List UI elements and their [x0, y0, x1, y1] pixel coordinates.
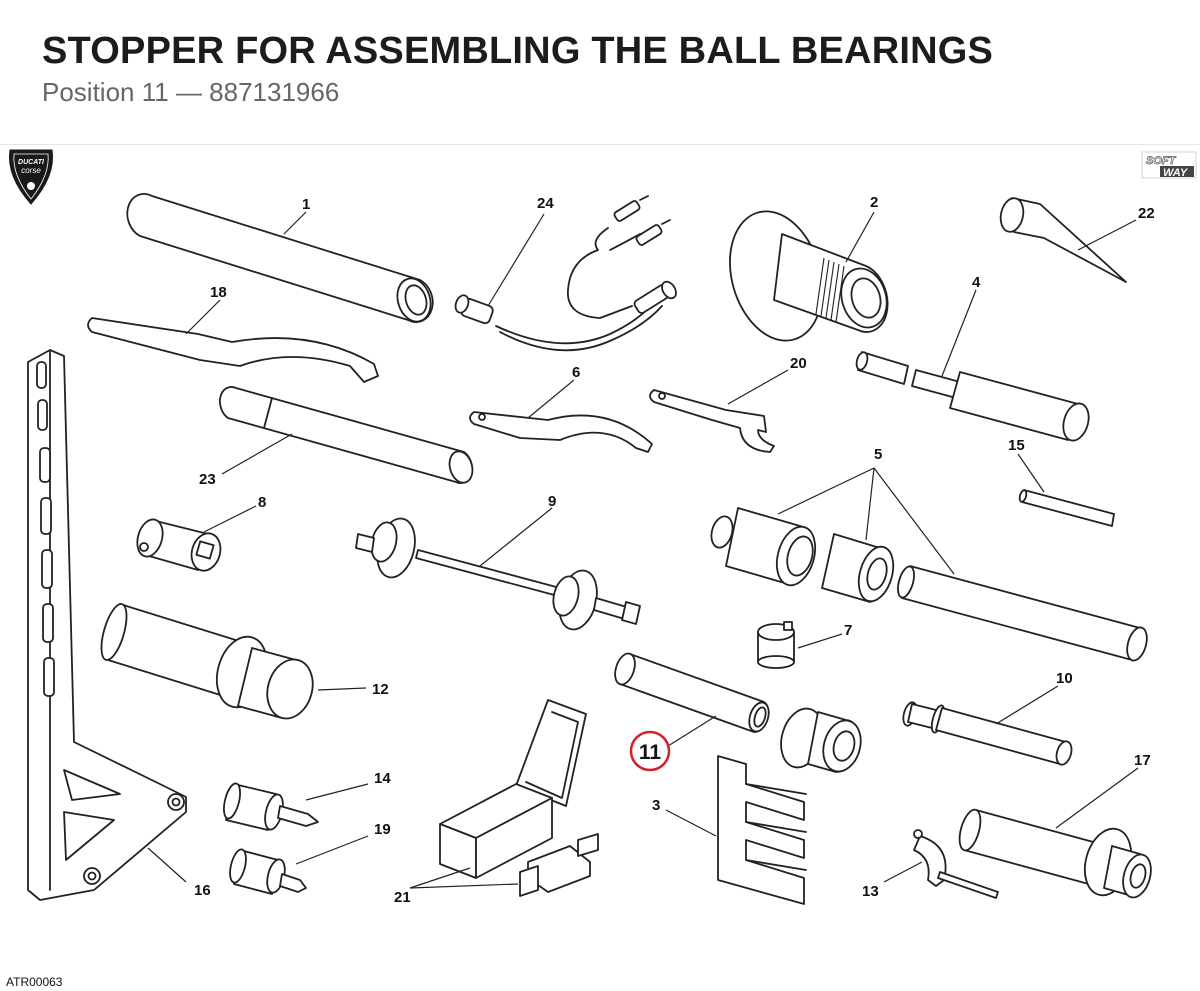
tool-23-tube: [219, 386, 474, 484]
callout-4: 4: [972, 274, 981, 291]
softway-soft-text: SOFT: [1146, 155, 1177, 167]
tool-5-bearing-set: [710, 467, 1148, 662]
callout-14: 14: [374, 770, 391, 787]
callout-12: 12: [372, 681, 389, 698]
callout-24: 24: [537, 195, 554, 212]
tool-8-socket: [136, 505, 257, 572]
tool-17-flanged-installer: [958, 767, 1152, 899]
callout-16: 16: [194, 882, 211, 899]
callout-15: 15: [1008, 437, 1025, 454]
tool-10-stepped-shaft: [902, 685, 1073, 766]
tool-22-cone: [999, 197, 1137, 283]
ducati-corse-logo: DUCATI corse: [8, 149, 54, 205]
tool-9-puller-rod: [355, 507, 641, 631]
logo-ducati-text: DUCATI: [18, 159, 45, 166]
callout-1: 1: [302, 196, 310, 213]
drawing-code: ATR00063: [6, 975, 63, 989]
callout-6: 6: [572, 364, 580, 381]
stepped-bushing: [780, 707, 862, 773]
callout-11-highlight-ring: [629, 730, 671, 772]
tool-18-c-spanner: [87, 299, 379, 383]
callout-10: 10: [1056, 670, 1073, 687]
position-label: Position 11: [42, 77, 169, 107]
tool-4-pin-tool: [855, 289, 1090, 442]
callout-3: 3: [652, 797, 660, 814]
callout-21: 21: [394, 889, 411, 906]
page-title: STOPPER FOR ASSEMBLING THE BALL BEARINGS: [42, 30, 994, 72]
callout-7: 7: [844, 622, 852, 639]
callout-11: 11: [639, 741, 662, 764]
tool-16-frame-wrench: [27, 349, 187, 901]
callout-13: 13: [862, 883, 879, 900]
tool-6-hook-spanner: [469, 379, 653, 453]
callout-5: 5: [874, 446, 882, 463]
page-subtitle: Position 11 — 887131966: [42, 77, 339, 108]
subtitle-separator: —: [168, 77, 210, 107]
header-divider: [0, 144, 1200, 145]
tool-21-gauge-set: [409, 699, 599, 897]
tool-13-clamp: [883, 829, 999, 899]
tool-1-long-tube: [126, 193, 434, 323]
callout-18: 18: [210, 284, 227, 301]
callout-2: 2: [870, 194, 878, 211]
tool-12-large-punch: [100, 603, 367, 720]
callout-20: 20: [790, 355, 807, 372]
tool-19-short-drift: [229, 835, 369, 895]
tool-3-comb-gauge: [665, 755, 807, 905]
tool-20-hook-spanner: [649, 369, 789, 453]
softway-way-text: WAY: [1163, 167, 1189, 179]
callout-23: 23: [199, 471, 216, 488]
tool-14-short-drift: [223, 782, 369, 831]
tool-7-small-bushing: [757, 621, 843, 669]
callout-8: 8: [258, 494, 266, 511]
tool-24-cable: [454, 195, 677, 352]
tool-15-pin: [1017, 453, 1115, 527]
tool-2-flange-bushing: [729, 210, 889, 342]
callout-17: 17: [1134, 752, 1151, 769]
callout-22: 22: [1138, 205, 1155, 222]
logo-corse-text: corse: [21, 166, 41, 175]
part-number: 887131966: [209, 77, 340, 107]
callout-9: 9: [548, 493, 556, 510]
callout-19: 19: [374, 821, 391, 838]
softway-logo: SOFT WAY: [1141, 151, 1197, 179]
tool-11-stopper: [614, 652, 770, 747]
